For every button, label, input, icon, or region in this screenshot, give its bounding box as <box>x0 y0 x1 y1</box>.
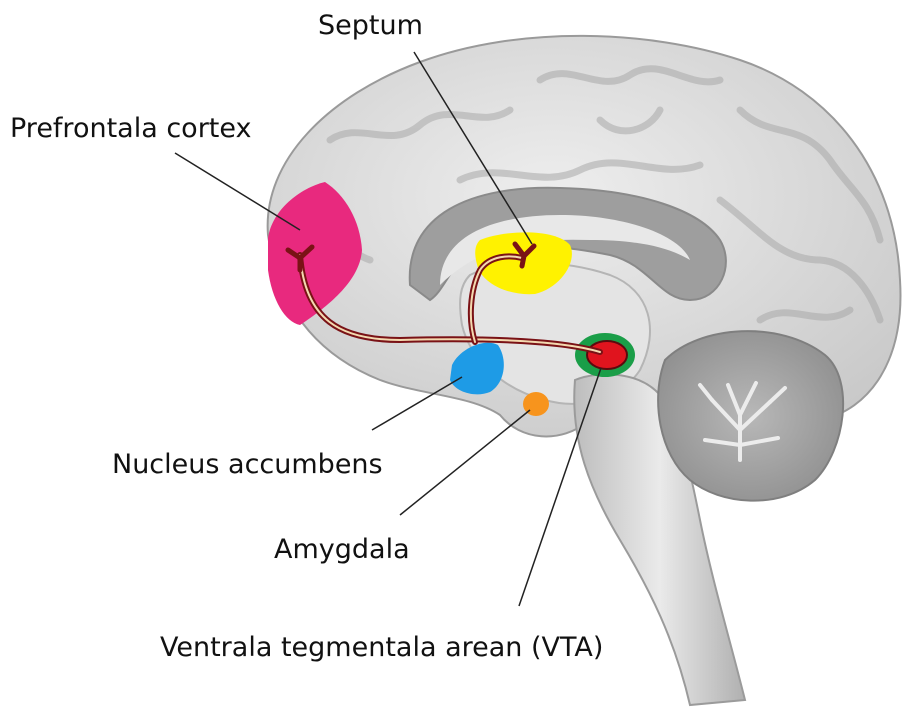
amygdala-label: Amygdala <box>270 534 414 565</box>
prefrontal-cortex-label: Prefrontala cortex <box>6 113 256 144</box>
septum-label: Septum <box>314 10 427 41</box>
vta-core <box>587 341 627 369</box>
amygdala-leader <box>400 410 530 515</box>
vta-label: Ventrala tegmentala arean (VTA) <box>156 632 607 663</box>
nucleus-accumbens-label: Nucleus accumbens <box>108 449 387 480</box>
cerebellum <box>658 331 843 501</box>
